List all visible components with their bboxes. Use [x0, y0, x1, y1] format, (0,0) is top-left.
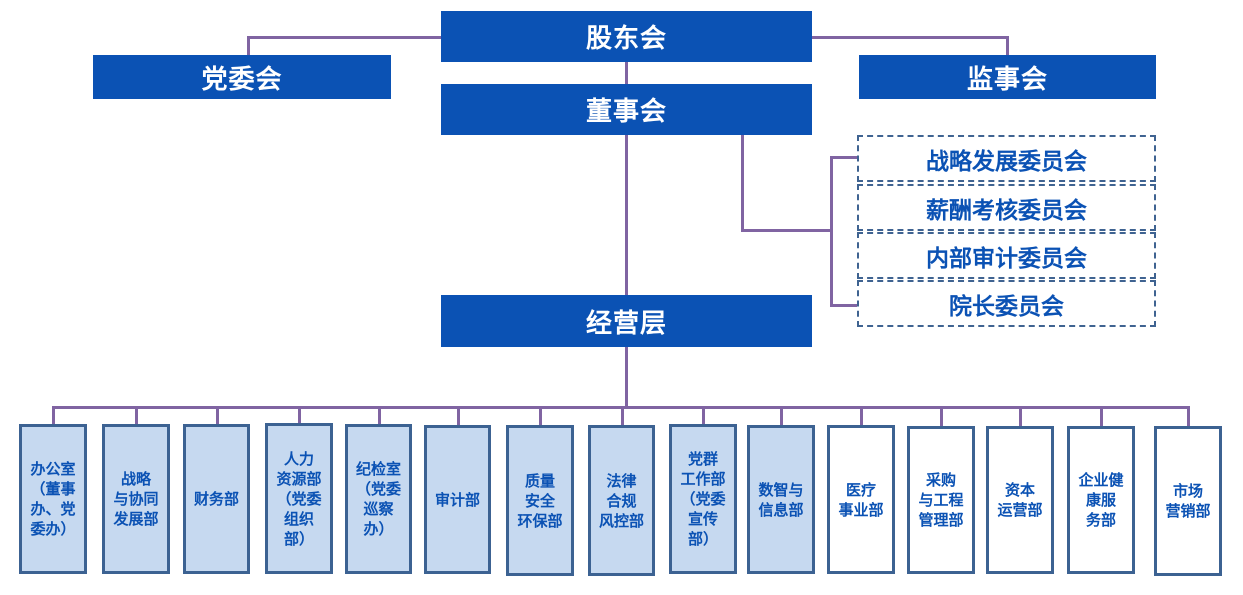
party-committee-label: 党委会 [201, 64, 283, 95]
connector-department-tick [1187, 406, 1190, 426]
board-box: 董事会 [441, 84, 812, 135]
management-label: 经营层 [585, 308, 667, 339]
connector-department-tick [702, 406, 705, 424]
department-label: 采购 与工程 管理部 [918, 471, 964, 529]
connector-committees-spine [830, 156, 833, 306]
connector-department-tick [298, 406, 301, 423]
management-box: 经营层 [441, 295, 812, 347]
party-committee-box: 党委会 [93, 55, 391, 99]
department-box: 纪检室 （党委 巡察 办） [345, 424, 412, 574]
department-label: 纪检室 （党委 巡察 办） [355, 460, 401, 538]
committee-label: 院长委员会 [949, 293, 1064, 320]
connector-committee-top-tick [830, 156, 858, 159]
department-box: 采购 与工程 管理部 [907, 426, 975, 574]
department-box: 资本 运营部 [986, 426, 1054, 574]
connector-department-tick [216, 406, 219, 424]
department-label: 审计部 [434, 490, 480, 509]
department-label: 人力 资源部 （党委 组织 部） [276, 449, 322, 548]
shareholders-label: 股东会 [585, 24, 667, 54]
department-label: 质量 安全 环保部 [517, 471, 563, 530]
connector-department-tick [860, 406, 863, 425]
connector-shareholders-to-supervisory [811, 36, 1009, 39]
connector-department-tick [1019, 406, 1022, 426]
department-box: 法律 合规 风控部 [588, 425, 655, 576]
department-box: 人力 资源部 （党委 组织 部） [265, 423, 333, 574]
department-box: 企业健 康服 务部 [1067, 426, 1135, 574]
connector-party-to-shareholders [247, 36, 442, 39]
shareholders-box: 股东会 [441, 11, 812, 62]
department-label: 办公室 （董事 办、党 委办） [30, 460, 76, 538]
connector-department-tick [780, 406, 783, 425]
department-box: 质量 安全 环保部 [506, 425, 574, 576]
committee-compensation: 薪酬考核委员会 [857, 184, 1156, 231]
committee-dean: 院长委员会 [857, 280, 1156, 327]
department-box: 审计部 [424, 425, 491, 574]
connector-department-tick [52, 406, 55, 424]
department-box: 财务部 [183, 424, 250, 574]
connector-board-to-committees-drop [741, 135, 744, 231]
supervisory-board-box: 监事会 [859, 55, 1156, 99]
connector-management-drop [625, 346, 628, 408]
connector-shareholders-to-board [625, 62, 628, 84]
connector-department-tick [539, 406, 542, 425]
committee-label: 战略发展委员会 [926, 148, 1087, 175]
department-box: 医疗 事业部 [827, 425, 895, 574]
committee-label: 内部审计委员会 [926, 245, 1087, 272]
connector-party-drop [247, 36, 250, 56]
department-box: 市场 营销部 [1154, 426, 1222, 576]
connector-supervisory-drop [1006, 36, 1009, 56]
department-box: 办公室 （董事 办、党 委办） [19, 424, 87, 574]
department-label: 数智与 信息部 [758, 480, 804, 519]
connector-department-tick [378, 406, 381, 424]
department-label: 战略 与协同 发展部 [113, 470, 159, 528]
department-label: 党群 工作部 （党委 宣传 部） [680, 450, 726, 548]
department-box: 战略 与协同 发展部 [102, 424, 170, 574]
department-label: 法律 合规 风控部 [598, 471, 644, 530]
connector-department-tick [135, 406, 138, 424]
department-label: 医疗 事业部 [838, 480, 884, 519]
connector-department-tick [457, 406, 460, 425]
connector-department-tick [621, 406, 624, 425]
department-label: 财务部 [193, 490, 239, 508]
connector-board-to-management [625, 135, 628, 296]
connector-committee-bottom-tick [830, 304, 858, 307]
supervisory-board-label: 监事会 [966, 64, 1048, 95]
committee-internal-audit: 内部审计委员会 [857, 232, 1156, 279]
department-label: 资本 运营部 [997, 481, 1043, 519]
connector-board-to-committees-horizontal [741, 229, 833, 232]
department-box: 党群 工作部 （党委 宣传 部） [669, 424, 737, 574]
department-box: 数智与 信息部 [747, 425, 815, 574]
board-label: 董事会 [585, 97, 667, 127]
department-label: 企业健 康服 务部 [1078, 471, 1124, 529]
connector-department-tick [940, 406, 943, 426]
connector-department-tick [1100, 406, 1103, 426]
committee-strategy: 战略发展委员会 [857, 135, 1156, 182]
committee-label: 薪酬考核委员会 [926, 197, 1087, 224]
department-label: 市场 营销部 [1165, 482, 1211, 520]
